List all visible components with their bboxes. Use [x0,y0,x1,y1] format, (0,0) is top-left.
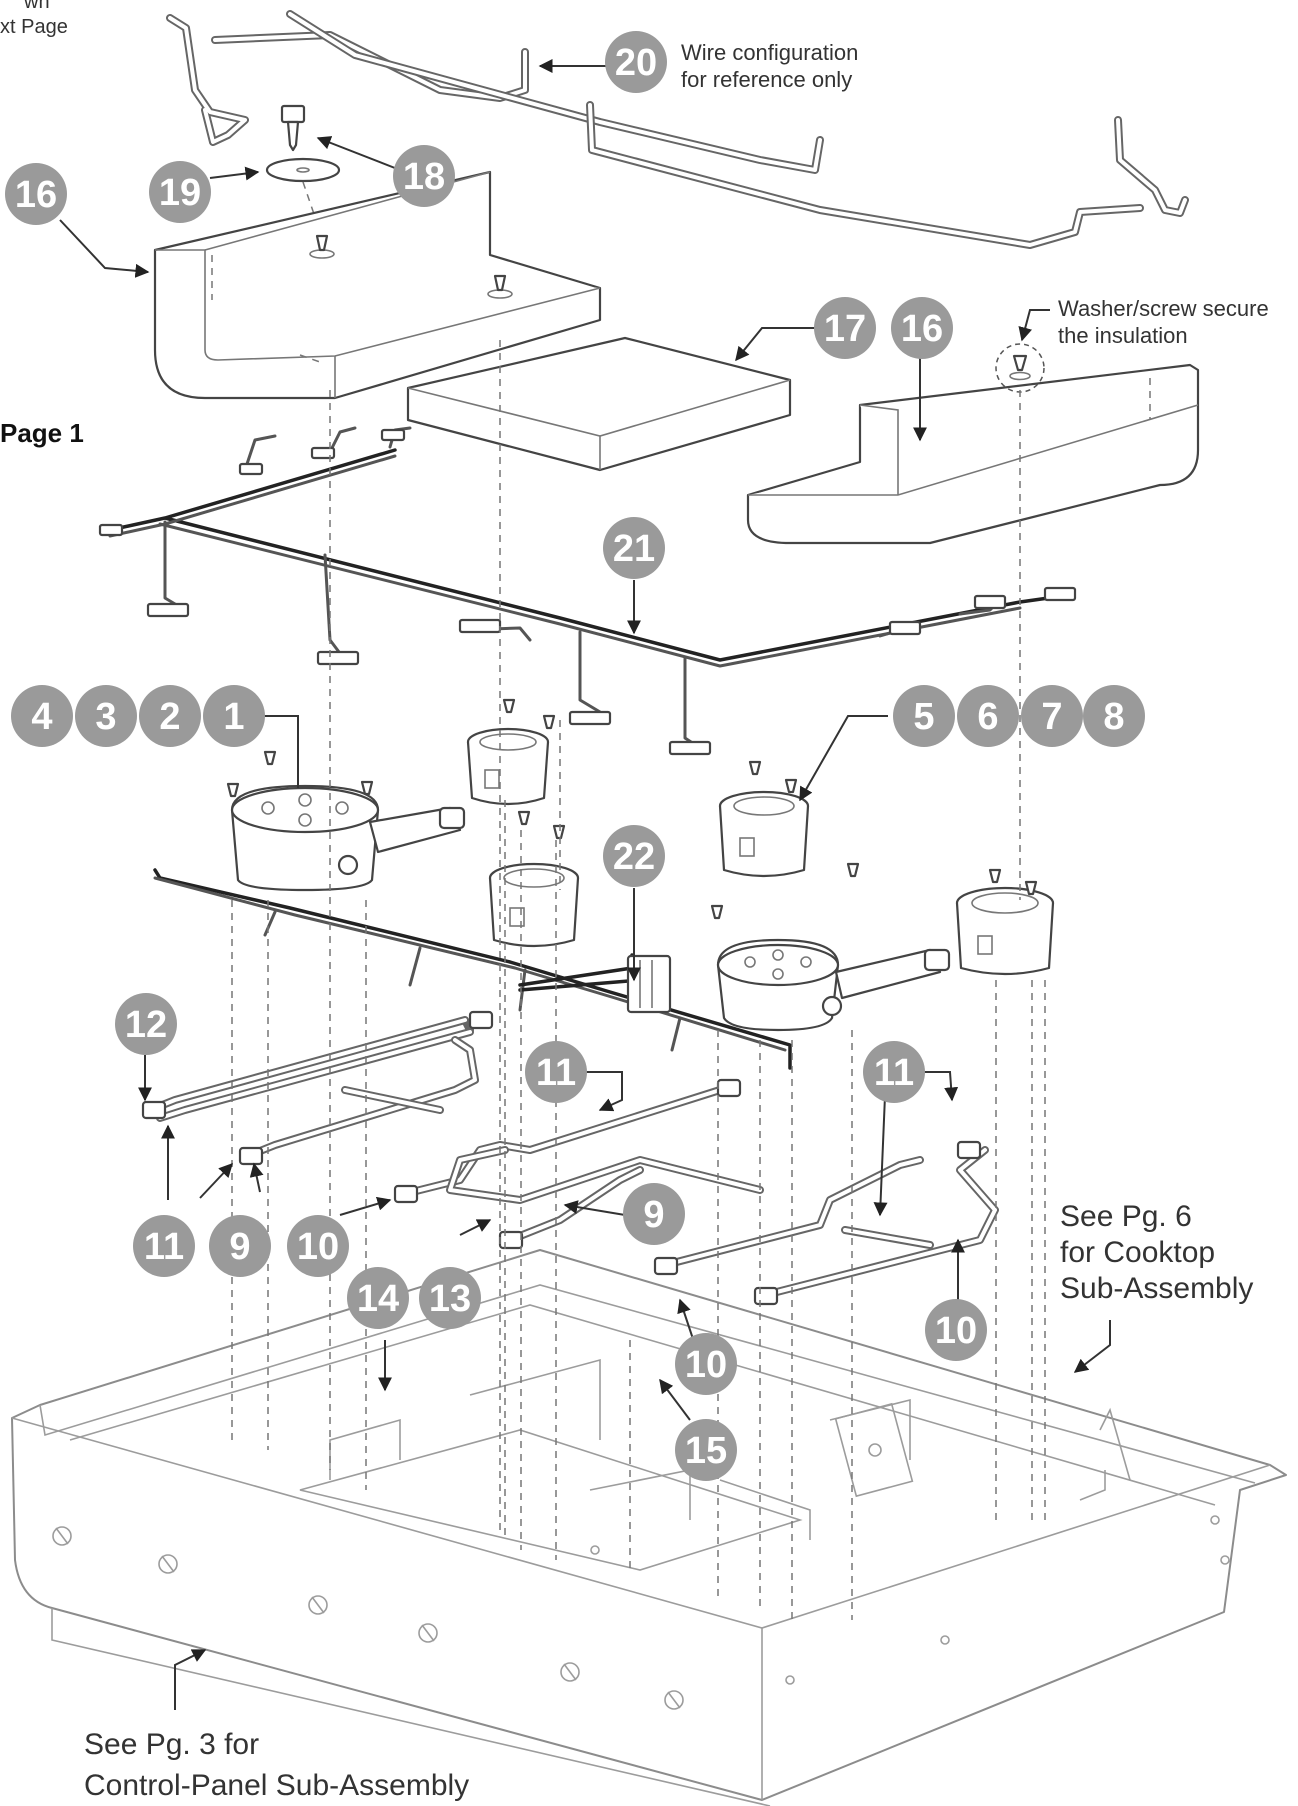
badge-21: 21 [603,517,665,579]
cooktop-note-line2: for Cooktop [1060,1236,1215,1269]
badge-1: 1 [203,685,265,747]
svg-text:11: 11 [144,1226,184,1268]
badge-2: 2 [139,685,201,747]
badge-16-right: 16 [891,297,953,359]
insulation-16-left [153,170,602,400]
badge-19: 19 [149,161,211,223]
svg-text:7: 7 [1041,696,1062,738]
badge-13: 13 [419,1267,481,1329]
badge-6: 6 [957,685,1019,747]
knob-cutouts [52,1526,684,1710]
svg-text:16: 16 [901,308,943,350]
burner-large-right [716,938,951,1032]
badge-14: 14 [347,1267,409,1329]
badge-10-center: 10 [675,1333,737,1395]
svg-text:2: 2 [159,696,180,738]
washer-screw-note-line1: Washer/screw secure [1058,296,1269,321]
badge-22: 22 [603,825,665,887]
burner-small-3 [718,790,810,878]
cooktop-note-line1: See Pg. 6 [1060,1200,1192,1233]
control-panel-note-line1: See Pg. 3 for [84,1728,259,1761]
badge-18: 18 [393,145,455,207]
wire-set-20 [166,10,1189,249]
svg-text:9: 9 [643,1194,664,1236]
badge-12: 12 [115,993,177,1055]
page-edge-text-top-1: wn [23,0,50,13]
harness-22 [153,868,792,1070]
badge-10-right: 10 [925,1299,987,1361]
burner-small-1 [466,727,550,806]
badge-15: 15 [675,1419,737,1481]
svg-text:11: 11 [874,1052,914,1094]
svg-text:4: 4 [31,696,52,738]
washer-19 [265,157,341,183]
badge-9-center: 9 [623,1183,685,1245]
svg-text:6: 6 [977,696,998,738]
washer-screw-note-line2: the insulation [1058,323,1188,348]
badge-11-right: 11 [863,1041,925,1103]
badge-3: 3 [75,685,137,747]
insulation-17 [406,336,792,472]
svg-text:5: 5 [913,696,934,738]
svg-text:13: 13 [429,1278,471,1320]
chassis-frame [11,1249,1287,1806]
svg-text:19: 19 [159,172,201,214]
wire-config-note-line1: Wire configuration [681,40,858,65]
svg-text:1: 1 [223,696,244,738]
insulation-16-right [746,343,1200,545]
wire-config-note-line2: for reference only [681,67,852,92]
badge-17: 17 [814,297,876,359]
svg-text:9: 9 [229,1226,250,1268]
svg-text:3: 3 [95,696,116,738]
wire-harness-21 [98,426,1077,756]
burner-small-2 [488,862,580,948]
page-edge-text-page1: Page 1 [0,418,84,448]
svg-text:21: 21 [613,528,655,570]
svg-text:16: 16 [15,174,57,216]
screw-18 [280,104,306,152]
badge-20: 20 [605,31,667,93]
badge-4: 4 [11,685,73,747]
svg-text:8: 8 [1103,696,1124,738]
burner-screws [226,698,1038,920]
page-edge-text-top-2: xt Page [0,16,68,38]
badge-16-left: 16 [5,163,67,225]
svg-text:10: 10 [297,1226,339,1268]
svg-text:18: 18 [403,156,445,198]
svg-text:10: 10 [685,1344,727,1386]
cooktop-note-line3: Sub-Assembly [1060,1272,1253,1305]
svg-text:14: 14 [357,1278,399,1320]
svg-text:22: 22 [613,836,655,878]
badge-11-center: 11 [525,1041,587,1103]
svg-text:15: 15 [685,1430,727,1472]
burner-small-4 [955,886,1055,976]
svg-text:10: 10 [935,1310,977,1352]
svg-text:11: 11 [536,1052,576,1094]
gas-tubes [141,1010,999,1306]
badge-9-left: 9 [209,1215,271,1277]
badge-11-left: 11 [133,1215,195,1277]
badge-5: 5 [893,685,955,747]
burner-large-left [230,784,466,892]
frame-holes [590,1515,1230,1685]
svg-text:12: 12 [125,1004,167,1046]
alignment-lines [231,340,1046,1620]
control-panel-note-line2: Control-Panel Sub-Assembly [84,1769,469,1802]
badge-7: 7 [1021,685,1083,747]
badge-10-left: 10 [287,1215,349,1277]
badge-8: 8 [1083,685,1145,747]
svg-text:20: 20 [615,42,657,84]
svg-text:17: 17 [824,308,866,350]
